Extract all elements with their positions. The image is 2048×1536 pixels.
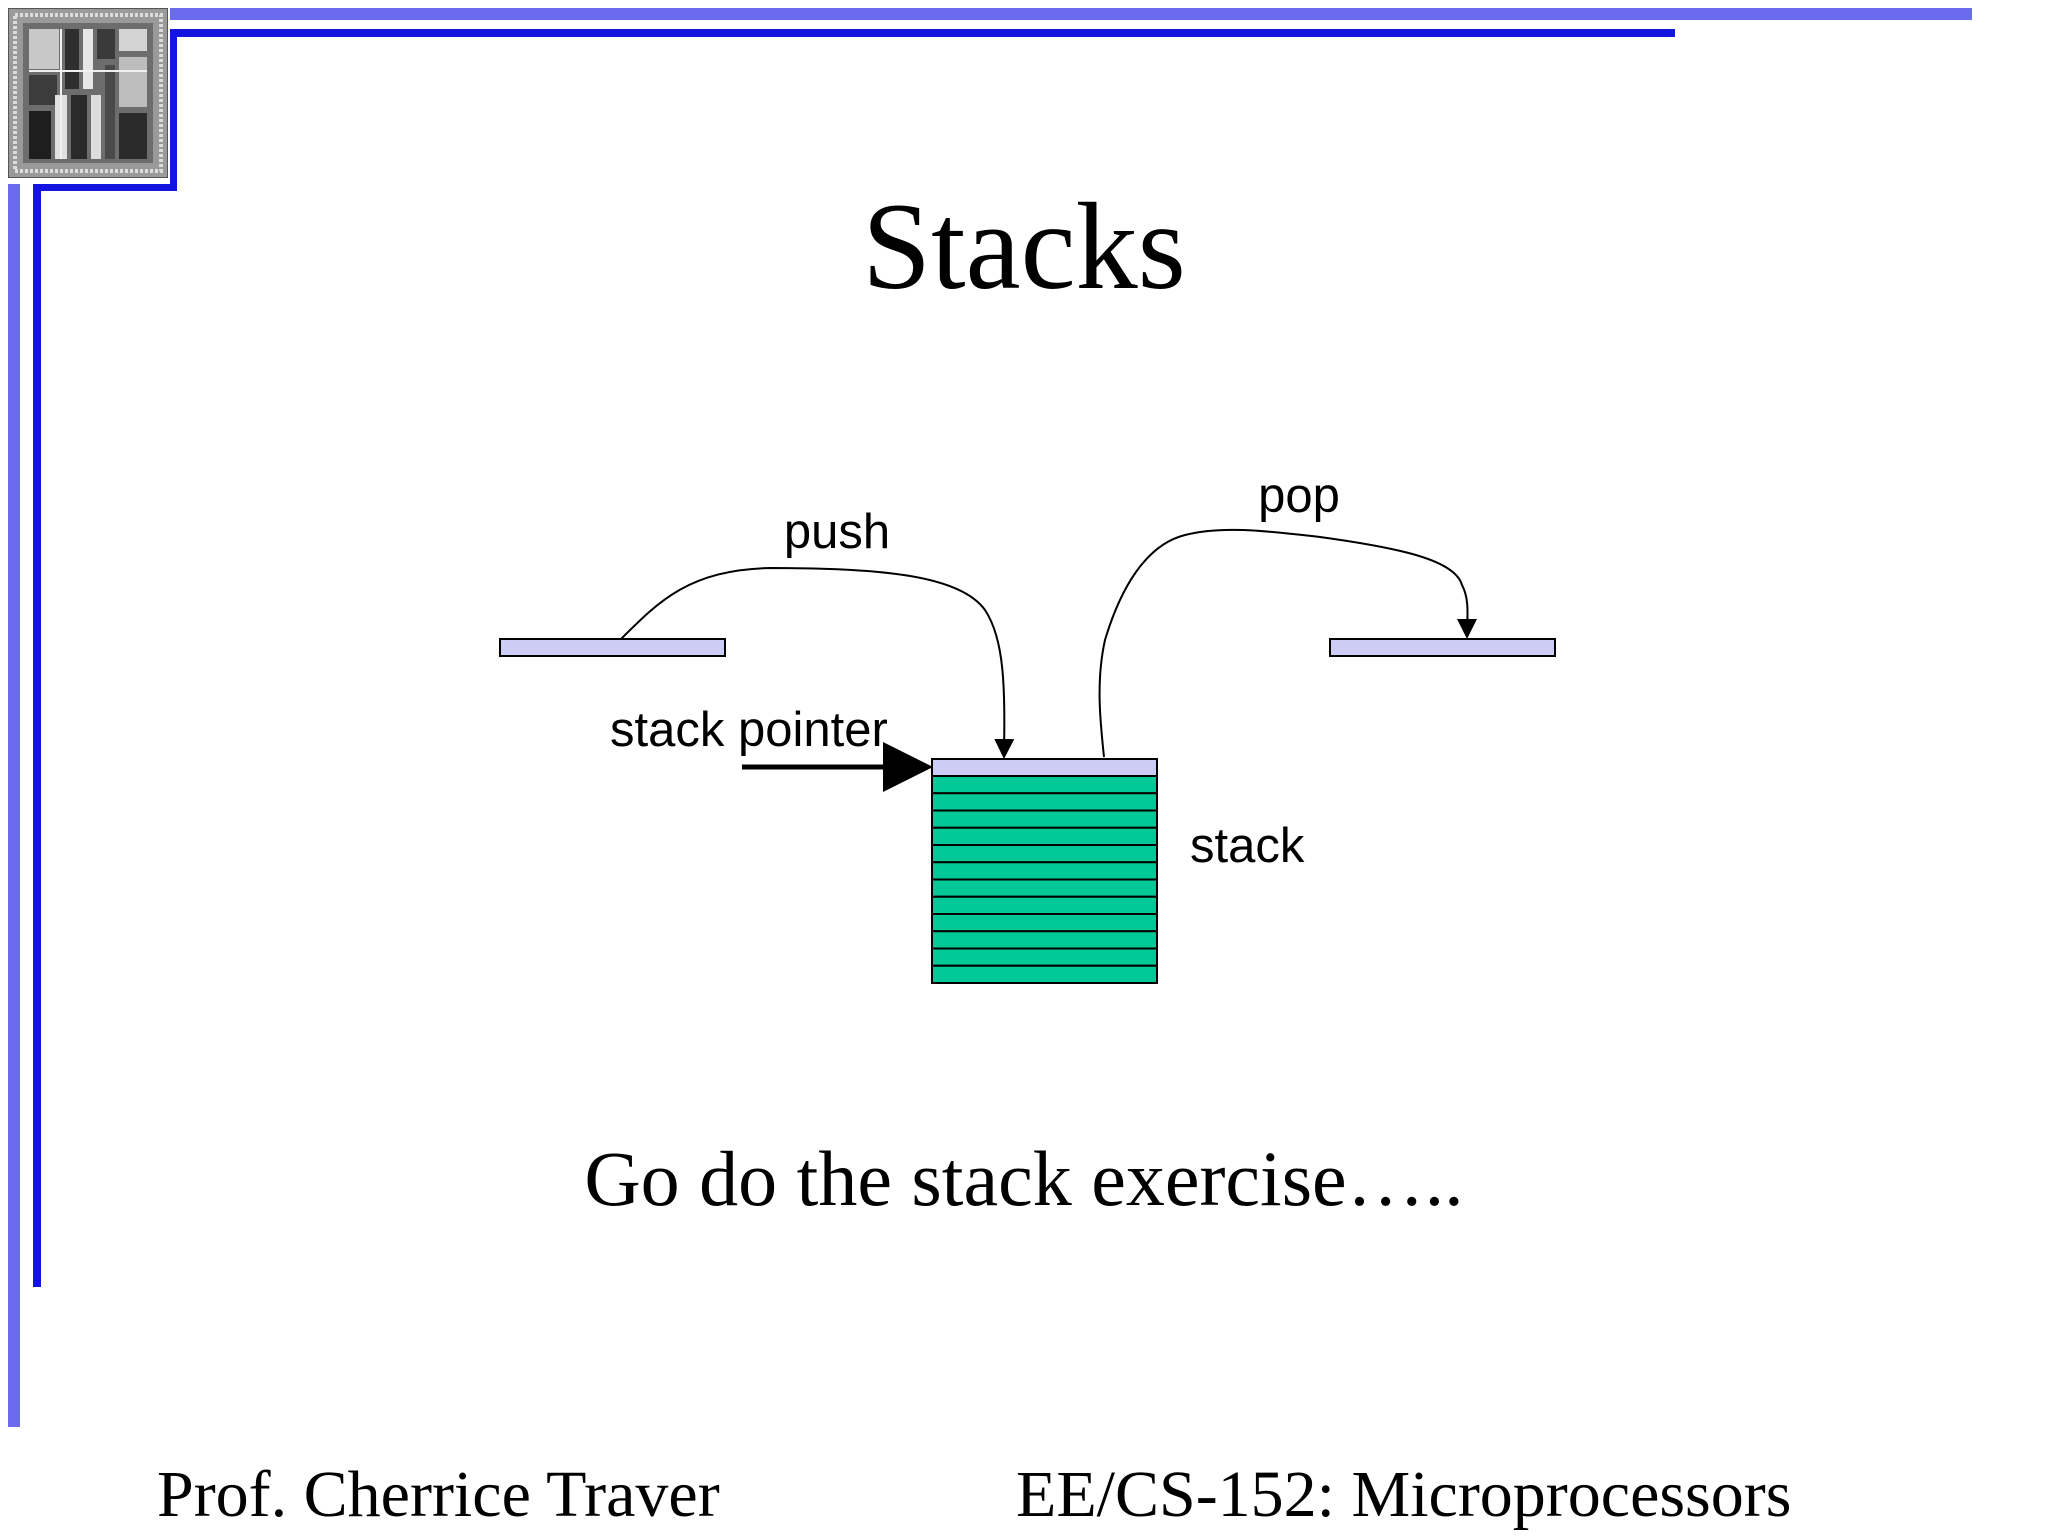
top-accent-bar-dark	[170, 29, 1675, 37]
push-item	[499, 638, 726, 657]
left-accent-bar-light	[8, 184, 20, 1427]
stack-row	[931, 826, 1158, 846]
stack-row	[931, 930, 1158, 950]
stack-label: stack	[1190, 819, 1305, 873]
stack-row	[931, 792, 1158, 812]
footer-course: EE/CS-152: Microprocessors	[1016, 1458, 1792, 1531]
slide-title: Stacks	[862, 178, 1186, 315]
left-accent-bar-dark	[33, 184, 41, 1287]
stack-row	[931, 964, 1158, 984]
stack-row	[931, 809, 1158, 829]
exercise-note: Go do the stack exercise…..	[584, 1135, 1464, 1222]
stack-row	[931, 895, 1158, 915]
chip-die-logo	[8, 8, 168, 178]
corner-horizontal-bar	[33, 184, 177, 191]
stack-row	[931, 878, 1158, 898]
pop-arrow	[1098, 528, 1478, 758]
stack-body	[931, 775, 1158, 984]
stack-row	[931, 913, 1158, 933]
stack-row	[931, 861, 1158, 881]
top-accent-bar-light	[170, 8, 1972, 20]
stack-row	[931, 775, 1158, 795]
pop-label: pop	[1258, 469, 1340, 523]
stack-row	[931, 947, 1158, 967]
chip-die-image	[9, 9, 167, 177]
stack-row	[931, 844, 1158, 864]
stack-top-item	[931, 758, 1158, 777]
footer-author: Prof. Cherrice Traver	[157, 1458, 720, 1531]
push-label: push	[784, 505, 890, 559]
stack-pointer-label: stack pointer	[610, 703, 888, 757]
pop-item	[1329, 638, 1556, 657]
push-arrow	[620, 566, 1015, 759]
corner-vertical-bar	[170, 29, 177, 190]
